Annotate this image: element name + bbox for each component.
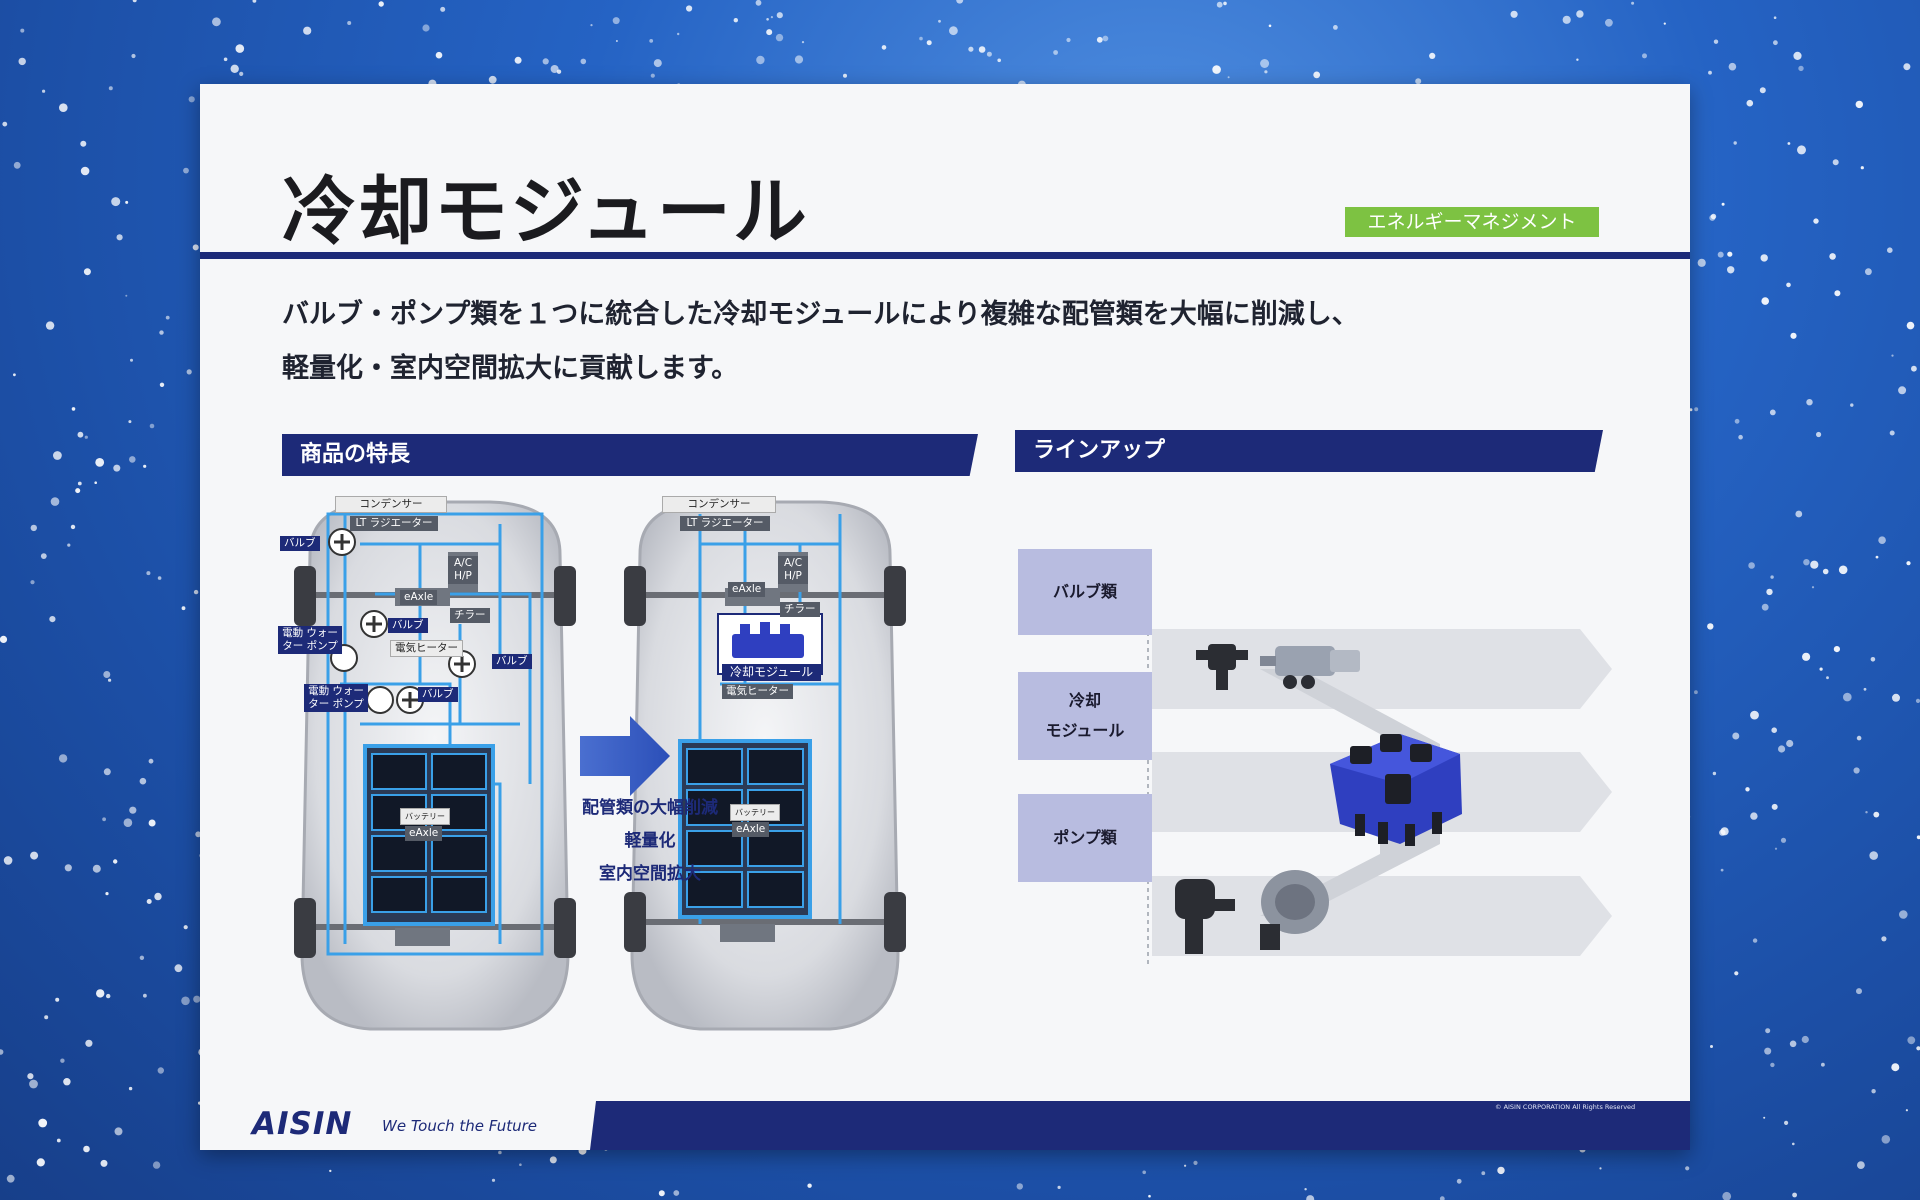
section-header-lineup: ラインアップ: [1015, 430, 1603, 472]
panel-title: 冷却モジュール: [282, 169, 809, 255]
description-line-1: バルブ・ポンプ類を１つに統合した冷却モジュールにより複雑な配管類を大幅に削減し、: [282, 299, 1359, 330]
benefits-list: 配管類の大幅削減 軽量化 室内空間拡大: [550, 792, 750, 891]
label-eaxle-front-after: eAxle: [728, 582, 766, 597]
label-lt-radiator-after: LT ラジエーター: [680, 516, 770, 531]
label-battery-before: バッテリー: [400, 808, 450, 825]
aisin-logo: AISIN: [252, 1106, 353, 1142]
lineup-illustration: [1147, 624, 1612, 964]
label-valve-before-1: バルブ: [280, 536, 320, 551]
lineup-label-cooling-module-line1: 冷却: [1068, 691, 1101, 710]
label-chiller-before: チラー: [450, 608, 490, 623]
label-chiller-after: チラー: [780, 602, 820, 617]
exhibit-panel: 冷却モジュール エネルギーマネジメント バルブ・ポンプ類を１つに統合した冷却モジ…: [200, 84, 1690, 1150]
label-ac-hp-before: A/C H/P: [448, 556, 478, 584]
label-battery-after: バッテリー: [730, 804, 780, 821]
lineup-label-valves: バルブ類: [1018, 549, 1152, 635]
lineup-label-cooling-module-line2: モジュール: [1045, 721, 1125, 740]
section-header-features: 商品の特長: [282, 434, 978, 476]
label-eaxle-rear-after: eAxle: [732, 822, 770, 837]
benefit-item: 軽量化: [624, 831, 676, 851]
car-diagram-before: [294, 500, 576, 1031]
lineup-label-cooling-module: 冷却 モジュール: [1018, 672, 1152, 760]
description-line-2: 軽量化・室内空間拡大に貢献します。: [282, 353, 739, 384]
category-tag: エネルギーマネジメント: [1345, 207, 1599, 237]
label-electric-heater-before: 電気ヒーター: [390, 640, 463, 657]
label-valve-before-2: バルブ: [388, 618, 428, 633]
label-valve-before-4: バルブ: [418, 687, 458, 702]
label-electric-water-pump-before-2: 電動 ウォーター ポンプ: [304, 684, 368, 712]
label-cooling-module-after: 冷却モジュール: [722, 664, 822, 681]
label-electric-heater-after: 電気ヒーター: [722, 684, 793, 699]
illustration-canvas: [294, 500, 1612, 1031]
label-lt-radiator-before: LT ラジエーター: [350, 516, 438, 531]
transition-arrow: [580, 716, 670, 796]
label-eaxle-front-before: eAxle: [400, 590, 438, 605]
label-ac-hp-after: A/C H/P: [778, 556, 808, 584]
benefit-item: 配管類の大幅削減: [582, 798, 718, 818]
label-electric-water-pump-before-1: 電動 ウォーター ポンプ: [278, 626, 342, 654]
label-condenser-after: コンデンサー: [662, 496, 776, 513]
benefit-item: 室内空間拡大: [599, 864, 701, 884]
footer-copyright: © AISIN CORPORATION All Rights Reserved: [1495, 1103, 1636, 1111]
label-valve-before-3: バルブ: [492, 654, 532, 669]
lineup-label-pumps: ポンプ類: [1018, 794, 1152, 882]
label-condenser-before: コンデンサー: [335, 496, 447, 513]
footer-band: [590, 1101, 1690, 1150]
title-divider: [200, 252, 1690, 259]
footer-tagline: We Touch the Future: [382, 1117, 538, 1135]
description: バルブ・ポンプ類を１つに統合した冷却モジュールにより複雑な配管類を大幅に削減し、…: [282, 288, 1359, 396]
label-eaxle-rear-before: eAxle: [405, 826, 443, 841]
car-diagram-after: [624, 500, 906, 1031]
